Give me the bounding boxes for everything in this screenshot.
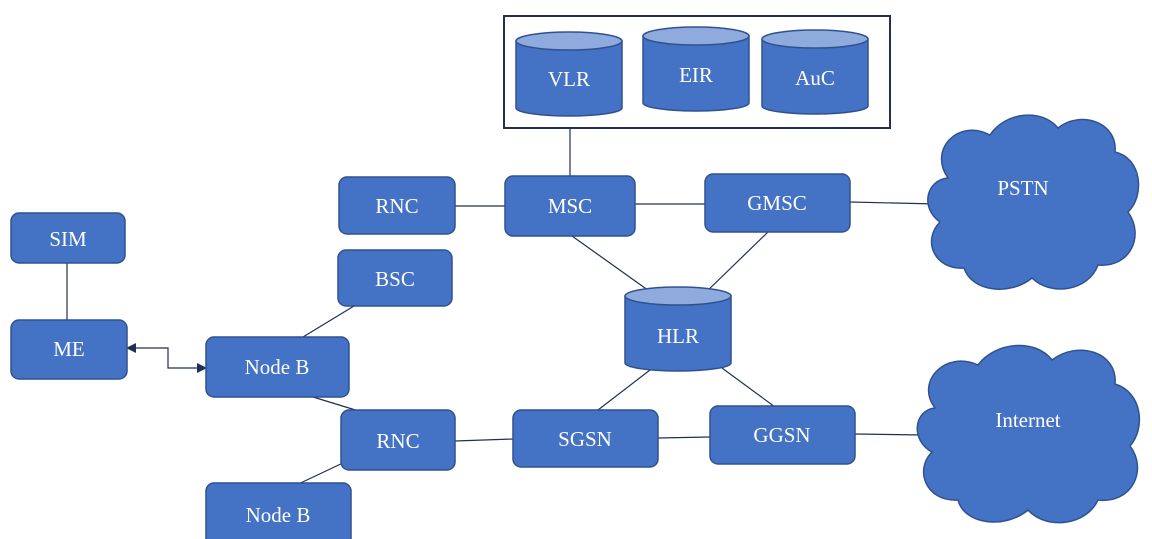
link-gmsc-pstn [849,201,938,205]
msc-label: MSC [548,194,592,218]
auc-database[interactable]: AuC [761,29,869,115]
rnc-top-label: RNC [375,194,418,218]
link-me-node-b [126,343,207,373]
bsc-label: BSC [375,267,415,291]
link-rnc-sgsn [454,438,514,442]
sgsn-node[interactable]: SGSN [512,409,659,468]
eir-database[interactable]: EIR [642,26,750,112]
vlr-label: VLR [548,67,590,91]
rnc-top-node[interactable]: RNC [338,176,456,235]
node-b-top-label: Node B [245,355,310,379]
link-msc-hlr [571,235,653,294]
node-b-bottom-label: Node B [246,503,311,527]
rnc-bottom-label: RNC [376,429,419,453]
link-gmsc-hlr [701,231,769,297]
link-hlr-ggsn [721,367,776,408]
me-node[interactable]: ME [10,319,128,380]
pstn-label: PSTN [997,176,1048,200]
rnc-bottom-node[interactable]: RNC [340,409,456,471]
msc-node[interactable]: MSC [504,175,636,237]
gmsc-node[interactable]: GMSC [704,173,851,233]
me-label: ME [53,337,85,361]
sim-label: SIM [49,227,87,251]
gmsc-label: GMSC [747,191,807,215]
vlr-database[interactable]: VLR [515,31,623,117]
hlr-label: HLR [657,324,699,348]
sim-node[interactable]: SIM [10,212,126,264]
sgsn-label: SGSN [558,427,612,451]
link-sgsn-ggsn [657,436,711,439]
ggsn-label: GGSN [753,423,810,447]
link-bsc-node-b [302,305,355,338]
auc-label: AuC [795,66,835,90]
link-ggsn-internet [854,433,923,436]
internet-label: Internet [995,408,1060,432]
hlr-database[interactable]: HLR [624,286,732,372]
ggsn-node[interactable]: GGSN [709,405,856,465]
eir-label: EIR [679,63,713,87]
bsc-node[interactable]: BSC [337,249,453,307]
node-b-top-node[interactable]: Node B [205,336,350,398]
link-hlr-sgsn [597,369,651,411]
connectors [66,128,938,488]
pstn-cloud[interactable]: PSTN [927,114,1140,290]
node-b-bottom-node[interactable]: Node B [205,482,352,539]
internet-cloud[interactable]: Internet [916,344,1141,524]
